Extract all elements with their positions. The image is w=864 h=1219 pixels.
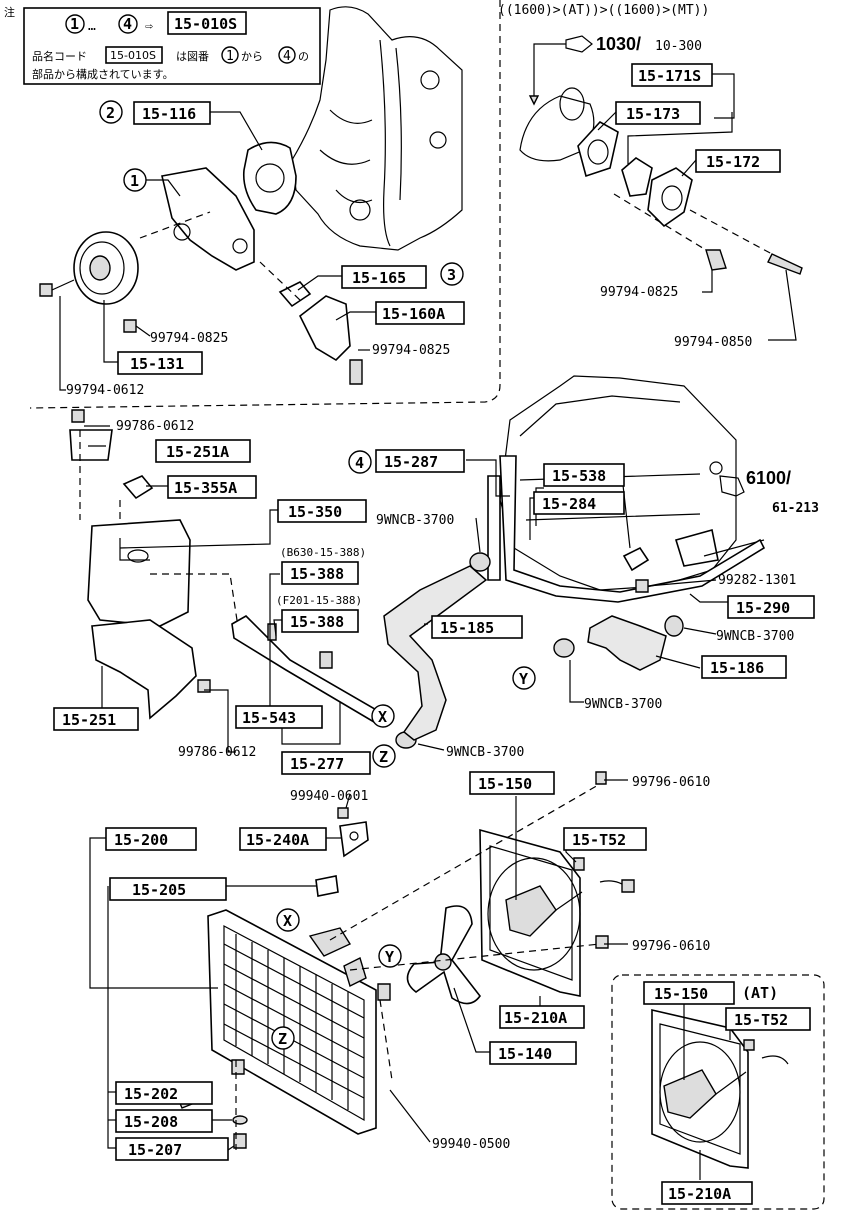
label-15-171s: 15-171S bbox=[638, 67, 701, 85]
label-15-210a-at: 15-210A bbox=[668, 1185, 731, 1203]
engine-right-illustration: 6100/ 61-213 bbox=[383, 375, 819, 749]
variant-header-text: ((1600)>(AT))>((1600)>(MT)) bbox=[498, 3, 709, 18]
label-15-388-a: 15-388 bbox=[290, 565, 344, 583]
note-range-to: 4 bbox=[123, 15, 132, 33]
label-15-251a: 15-251A bbox=[166, 443, 229, 461]
callout-x-hose: X bbox=[378, 708, 387, 726]
note-range-from: 1 bbox=[70, 15, 79, 33]
callout-2: 2 bbox=[106, 104, 115, 122]
radiator-group bbox=[175, 807, 393, 1150]
label-15-251: 15-251 bbox=[62, 711, 116, 729]
engine-block-illustration bbox=[291, 6, 463, 251]
label-15-172: 15-172 bbox=[706, 153, 760, 171]
leader-lines bbox=[59, 73, 797, 1180]
label-15-210a: 15-210A bbox=[504, 1009, 567, 1027]
label-15-355a: 15-355A bbox=[174, 479, 237, 497]
label-15-165: 15-165 bbox=[352, 269, 406, 287]
partno-99794-0825-b: 99794-0825 bbox=[372, 343, 450, 358]
partno-99282-1301: 99282-1301 bbox=[718, 573, 796, 588]
water-pump-group bbox=[39, 141, 363, 385]
label-15-208: 15-208 bbox=[124, 1113, 178, 1131]
callout-y-hose: Y bbox=[519, 670, 528, 688]
at-fan-shroud-group bbox=[651, 1008, 789, 1169]
callout-z-radiator: Z bbox=[278, 1030, 287, 1048]
label-15-538: 15-538 bbox=[552, 467, 606, 485]
note-arrow: ⇨ bbox=[145, 19, 153, 34]
section-dividers bbox=[29, 0, 825, 1210]
partno-99796-0610-b: 99796-0610 bbox=[632, 939, 710, 954]
label-15-388-b: 15-388 bbox=[290, 613, 344, 631]
label-15-160a: 15-160A bbox=[382, 305, 445, 323]
callout-z-hose: Z bbox=[379, 748, 388, 766]
label-15-202: 15-202 bbox=[124, 1085, 178, 1103]
ref-1030: 1030/ bbox=[596, 34, 641, 54]
label-15-388-note-a: (B630-15-388) bbox=[280, 546, 366, 559]
label-15-388-note-b: (F201-15-388) bbox=[276, 594, 362, 607]
note-line1-b: は図番 bbox=[176, 50, 209, 63]
label-15-186: 15-186 bbox=[710, 659, 764, 677]
label-15-173: 15-173 bbox=[626, 105, 680, 123]
label-15-185: 15-185 bbox=[440, 619, 494, 637]
partno-99794-0825-c: 99794-0825 bbox=[600, 285, 678, 300]
partno-99940-0500: 99940-0500 bbox=[432, 1137, 510, 1152]
partno-9wncb-3700-c: 9WNCB-3700 bbox=[584, 697, 662, 712]
label-15-150: 15-150 bbox=[478, 775, 532, 793]
partno-9wncb-3700-a: 9WNCB-3700 bbox=[376, 513, 454, 528]
partno-99794-0825-a: 99794-0825 bbox=[150, 331, 228, 346]
note-line1-a: 品名コード bbox=[32, 49, 87, 63]
label-15-240a: 15-240A bbox=[246, 831, 309, 849]
callout-3: 3 bbox=[447, 266, 456, 284]
partno-99794-0850: 99794-0850 bbox=[674, 335, 752, 350]
note-line1-code: 15-010S bbox=[110, 49, 156, 62]
note-line1-d: の bbox=[298, 50, 309, 63]
label-15-207: 15-207 bbox=[128, 1141, 182, 1159]
note-circled-1: 1 bbox=[226, 49, 234, 64]
note-set-code: 15-010S bbox=[174, 15, 237, 33]
label-15-200: 15-200 bbox=[114, 831, 168, 849]
note-mark: 注 bbox=[4, 5, 15, 19]
callout-1: 1 bbox=[130, 172, 139, 190]
note-ellipsis: … bbox=[88, 19, 96, 34]
partno-99786-0612-top: 99786-0612 bbox=[116, 419, 194, 434]
label-15-116: 15-116 bbox=[142, 105, 196, 123]
fan-shroud-group bbox=[329, 771, 635, 1005]
callout-x-radiator: X bbox=[283, 912, 292, 930]
callout-4: 4 bbox=[355, 454, 364, 472]
callout-y-radiator: Y bbox=[385, 948, 394, 966]
label-15-t52: 15-T52 bbox=[572, 831, 626, 849]
label-15-277: 15-277 bbox=[290, 755, 344, 773]
ref-6100: 6100/ bbox=[746, 468, 791, 488]
partno-9wncb-3700-d: 9WNCB-3700 bbox=[446, 745, 524, 760]
note-circled-4: 4 bbox=[283, 49, 291, 64]
note-line2: 部品から構成されています。 bbox=[32, 67, 174, 81]
label-15-t52-at: 15-T52 bbox=[734, 1011, 788, 1029]
label-15-543: 15-543 bbox=[242, 709, 296, 727]
note-box: 注 1 … 4 ⇨ 15-010S 品名コード 15-010S は図番 1 から… bbox=[4, 5, 321, 85]
ref-10-300: 10-300 bbox=[655, 39, 702, 54]
callouts: 2 1 3 4 X Z Y X Y Z bbox=[99, 100, 536, 1050]
label-at-tag: (AT) bbox=[742, 984, 778, 1002]
partno-99796-0610-a: 99796-0610 bbox=[632, 775, 710, 790]
partno-9wncb-3700-b: 9WNCB-3700 bbox=[716, 629, 794, 644]
ref-61-213: 61-213 bbox=[772, 501, 819, 516]
variant-header: ((1600)>(AT))>((1600)>(MT)) 1030/ 10-300 bbox=[498, 3, 709, 106]
label-15-350: 15-350 bbox=[288, 503, 342, 521]
partno-99940-0601: 99940-0601 bbox=[290, 789, 368, 804]
part-labels: 15-116 15-131 15-165 15-160A 15-171S 15-… bbox=[53, 63, 815, 1205]
label-15-131: 15-131 bbox=[130, 355, 184, 373]
note-line1-c: から bbox=[241, 50, 263, 63]
label-15-290: 15-290 bbox=[736, 599, 790, 617]
label-15-140: 15-140 bbox=[498, 1045, 552, 1063]
label-15-284: 15-284 bbox=[542, 495, 596, 513]
label-15-287: 15-287 bbox=[384, 453, 438, 471]
partno-99786-0612-bottom: 99786-0612 bbox=[178, 745, 256, 760]
partno-99794-0612: 99794-0612 bbox=[66, 383, 144, 398]
thermostat-group bbox=[519, 87, 803, 275]
part-numbers: 99794-0825 99794-0825 99794-0612 99794-0… bbox=[66, 285, 796, 1152]
label-15-205: 15-205 bbox=[132, 881, 186, 899]
label-15-150-at: 15-150 bbox=[654, 985, 708, 1003]
